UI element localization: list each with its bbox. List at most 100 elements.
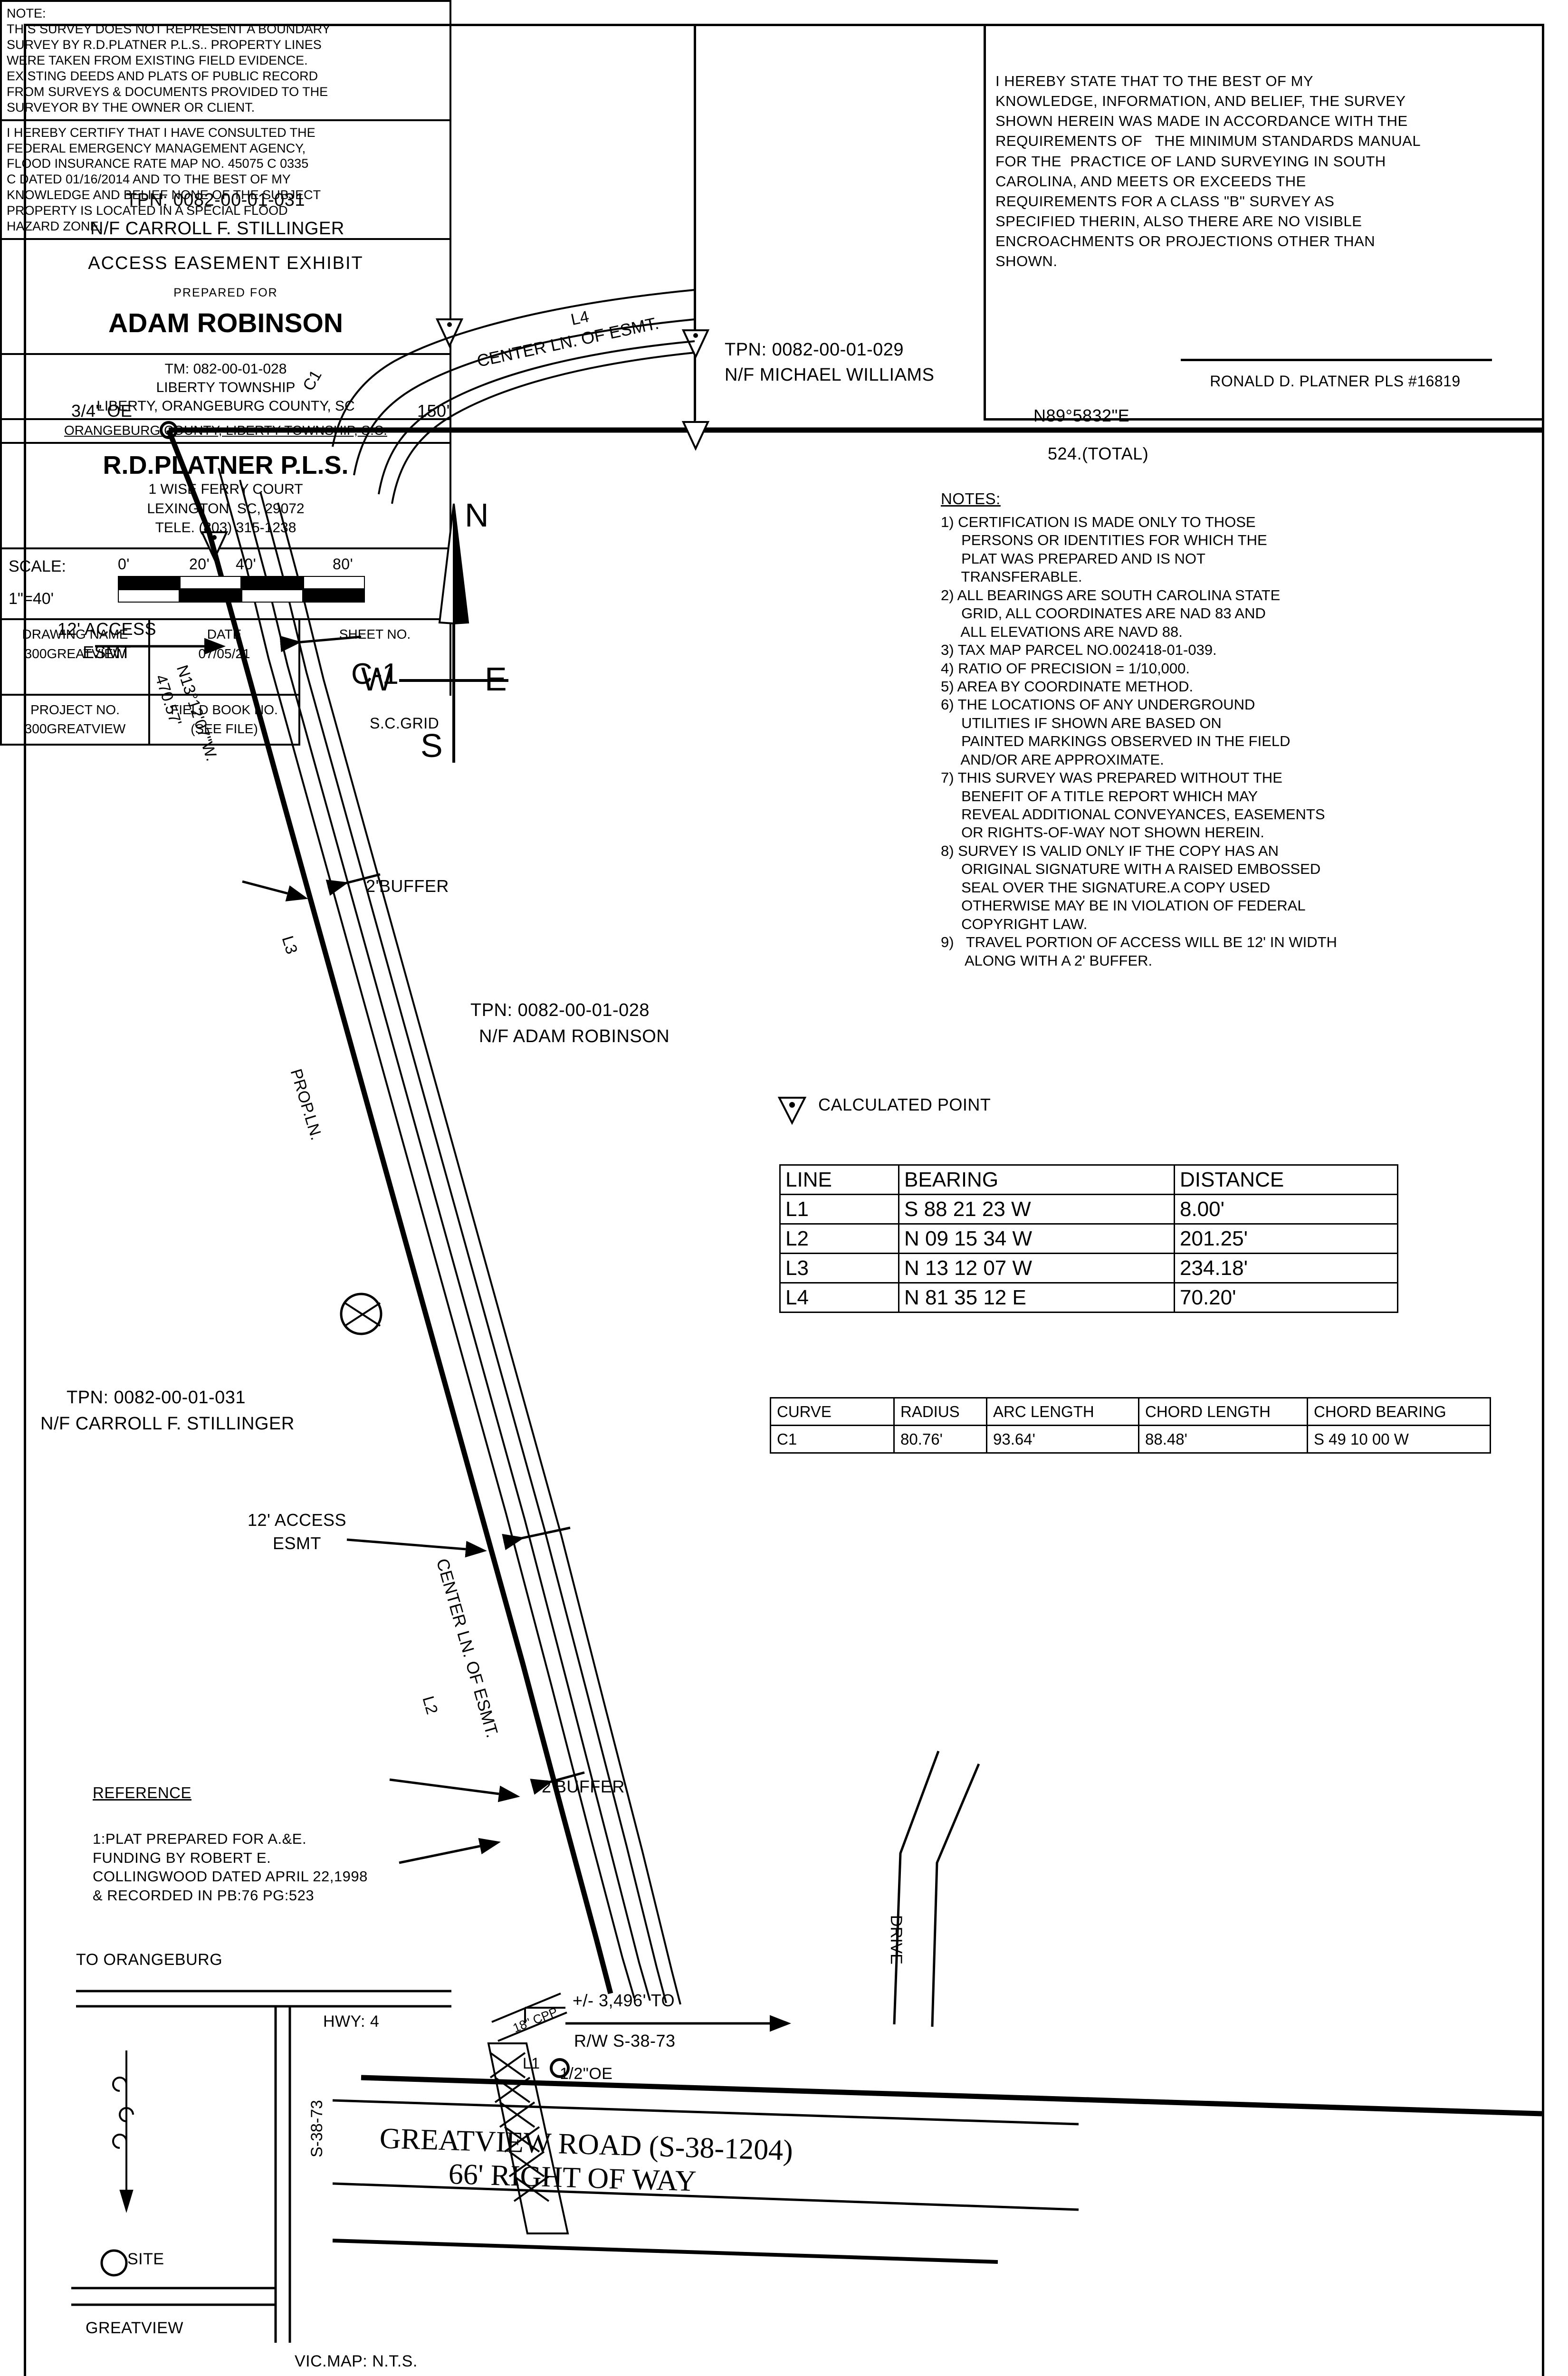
signature-rule xyxy=(1181,359,1492,361)
drive-label: DRIVE xyxy=(887,1915,905,1964)
cert-box-inner-rule xyxy=(984,26,986,421)
line-id: L3 xyxy=(779,1253,899,1284)
scale-bar xyxy=(118,575,365,603)
line-distance: 70.20' xyxy=(1174,1282,1398,1313)
vicinity-street-label: GREATVIEW xyxy=(86,2319,183,2337)
note-item: 8) SURVEY IS VALID ONLY IF THE COPY HAS … xyxy=(941,842,1321,932)
scale-tick-0: 0' xyxy=(118,555,130,573)
dimension-150: 150' xyxy=(417,401,450,421)
north-line-total-distance: 524.(TOTAL) xyxy=(1048,444,1149,463)
vicinity-map: HWY: 4 S-38-73 SITE GREATVIEW xyxy=(71,1972,480,2343)
line-id: L4 xyxy=(779,1282,899,1313)
cert-box-bottom-rule xyxy=(984,418,1542,421)
compass-grid-label: S.C.GRID xyxy=(370,715,440,732)
locality-name: LIBERTY, ORANGEBURG COUNTY, SC xyxy=(96,398,355,414)
access-esmt-label-top: 12' ACCESS ESMT xyxy=(57,619,156,662)
notes-list: 1) CERTIFICATION IS MADE ONLY TO THOSE P… xyxy=(941,513,1487,970)
project-number-value: 300GREATVIEW xyxy=(24,721,126,737)
boundary-disclaimer-note: NOTE: THIS SURVEY DOES NOT REPRESENT A B… xyxy=(0,0,451,121)
curve-arc-length: 93.64' xyxy=(986,1425,1139,1454)
line-id: L2 xyxy=(779,1223,899,1254)
sheet-border xyxy=(24,24,1544,2376)
reference-heading: REFERENCE xyxy=(93,1784,192,1801)
note-item: 1) CERTIFICATION IS MADE ONLY TO THOSE P… xyxy=(941,514,1267,585)
north-line-bearing: N89°5832"E xyxy=(1033,406,1130,425)
curve-table-header: CHORD LENGTH xyxy=(1138,1397,1308,1426)
compass-east-label: E xyxy=(485,661,507,698)
curve-chord-length: 88.48' xyxy=(1138,1425,1308,1454)
drawing-name-label: DRAWING NAME xyxy=(22,627,128,642)
curve-radius: 80.76' xyxy=(893,1425,987,1454)
scale-cell: SCALE: 1"=40' 0' 20' 40' 80' xyxy=(0,549,451,621)
note-item: 6) THE LOCATIONS OF ANY UNDERGROUND UTIL… xyxy=(941,696,1291,768)
table-header-row: LINE BEARING DISTANCE xyxy=(779,1164,1398,1195)
monument-label-bottom: 1/2"OE xyxy=(560,2065,613,2083)
parcel-label-031-south-owner: N/F CARROLL F. STILLINGER xyxy=(40,1414,295,1434)
line-table-header: BEARING xyxy=(898,1164,1175,1195)
project-number-label: PROJECT NO. xyxy=(30,702,120,717)
title-block-fields-row-2: PROJECT NO. 300GREATVIEW FIELD BOOK NO. … xyxy=(0,695,451,746)
drawing-name-field: DRAWING NAME 300GREATVIEW xyxy=(2,620,148,668)
title-block: NOTE: THIS SURVEY DOES NOT REPRESENT A B… xyxy=(0,0,451,746)
monument-label-top-left: 3/4" OE xyxy=(71,401,133,421)
line-distance: 8.00' xyxy=(1174,1194,1398,1225)
parcel-label-029-owner: N/F MICHAEL WILLIAMS xyxy=(725,365,935,385)
township-name: LIBERTY TOWNSHIP xyxy=(156,380,296,396)
buffer-label-top: 2'BUFFER xyxy=(366,876,449,896)
surveyor-signature-name: RONALD D. PLATNER PLS #16819 xyxy=(1210,373,1461,390)
table-row: C1 80.76' 93.64' 88.48' S 49 10 00 W xyxy=(770,1425,1491,1454)
curve-table-header: ARC LENGTH xyxy=(986,1397,1139,1426)
prepared-for-label: PREPARED FOR xyxy=(173,286,278,300)
line-label-l4: L4 xyxy=(569,307,591,329)
project-number-field: PROJECT NO. 300GREATVIEW xyxy=(2,696,148,744)
tax-map-cell: TM: 082-00-01-028 LIBERTY TOWNSHIP LIBER… xyxy=(0,355,451,421)
parcel-label-031-north-tpn: TPN: 0082-00-01-031 xyxy=(126,190,306,210)
sheet-number-value: C-1 xyxy=(351,658,399,690)
line-table: LINE BEARING DISTANCE L1 S 88 21 23 W 8.… xyxy=(779,1164,1398,1313)
compass-north-label: N xyxy=(465,497,489,534)
access-esmt-label-bottom: 12' ACCESS ESMT xyxy=(248,1510,346,1553)
sheet-number-field: SHEET NO. C-1 xyxy=(300,620,449,695)
line-bearing: N 13 12 07 W xyxy=(898,1253,1175,1284)
firm-name: R.D.PLATNER P.L.S. xyxy=(103,451,349,480)
scale-tick-80: 80' xyxy=(333,555,354,573)
line-bearing: N 09 15 34 W xyxy=(898,1223,1175,1254)
note-item: 3) TAX MAP PARCEL NO.002418-01-039. xyxy=(941,642,1217,659)
line-table-header: DISTANCE xyxy=(1174,1164,1398,1195)
buffer-label-bottom: 2'BUFFER xyxy=(542,1777,625,1796)
note-item: 5) AREA BY COORDINATE METHOD. xyxy=(941,678,1194,695)
curve-chord-bearing: S 49 10 00 W xyxy=(1307,1425,1491,1454)
table-row: L3 N 13 12 07 W 234.18' xyxy=(779,1253,1398,1284)
table-row: L4 N 81 35 12 E 70.20' xyxy=(779,1282,1398,1313)
vicinity-hwy-label: HWY: 4 xyxy=(323,2012,380,2031)
scale-label: SCALE: xyxy=(9,557,66,575)
compass-south-label: S xyxy=(421,727,443,764)
parcel-label-029-tpn: TPN: 0082-00-01-029 xyxy=(725,340,904,360)
table-row: L2 N 09 15 34 W 201.25' xyxy=(779,1223,1398,1254)
vicinity-map-title: VIC.MAP: N.T.S. xyxy=(295,2352,418,2370)
legend-calculated-point-label: CALCULATED POINT xyxy=(818,1095,991,1114)
sheet-number-label: SHEET NO. xyxy=(339,627,411,642)
table-header-row: CURVE RADIUS ARC LENGTH CHORD LENGTH CHO… xyxy=(770,1397,1491,1426)
distance-to-row-line2: R/W S-38-73 xyxy=(574,2031,676,2050)
parcel-label-028-tpn: TPN: 0082-00-01-028 xyxy=(470,1000,650,1020)
compass-west-label: W xyxy=(361,661,393,698)
curve-table: CURVE RADIUS ARC LENGTH CHORD LENGTH CHO… xyxy=(770,1397,1491,1454)
scale-tick-20: 20' xyxy=(189,555,210,573)
line-label-l1: L1 xyxy=(523,2055,540,2072)
note-item: 9) TRAVEL PORTION OF ACCESS WILL BE 12' … xyxy=(941,934,1337,969)
tax-map-number: TM: 082-00-01-028 xyxy=(164,361,287,377)
curve-table-header: CURVE xyxy=(770,1397,895,1426)
curve-id: C1 xyxy=(770,1425,895,1454)
parcel-label-031-north-owner: N/F CARROLL F. STILLINGER xyxy=(90,219,344,239)
field-book-value: (SEE FILE) xyxy=(191,721,258,737)
line-bearing: S 88 21 23 W xyxy=(898,1194,1175,1225)
line-distance: 201.25' xyxy=(1174,1223,1398,1254)
scale-ratio: 1"=40' xyxy=(9,589,54,608)
distance-to-row-line1: +/- 3,496' TO xyxy=(573,1991,675,2010)
surveyor-certification-text: I HEREBY STATE THAT TO THE BEST OF MY KN… xyxy=(995,73,1421,270)
parcel-label-028-owner: N/F ADAM ROBINSON xyxy=(479,1026,670,1046)
vicinity-route-label: S-38-73 xyxy=(308,2100,326,2157)
